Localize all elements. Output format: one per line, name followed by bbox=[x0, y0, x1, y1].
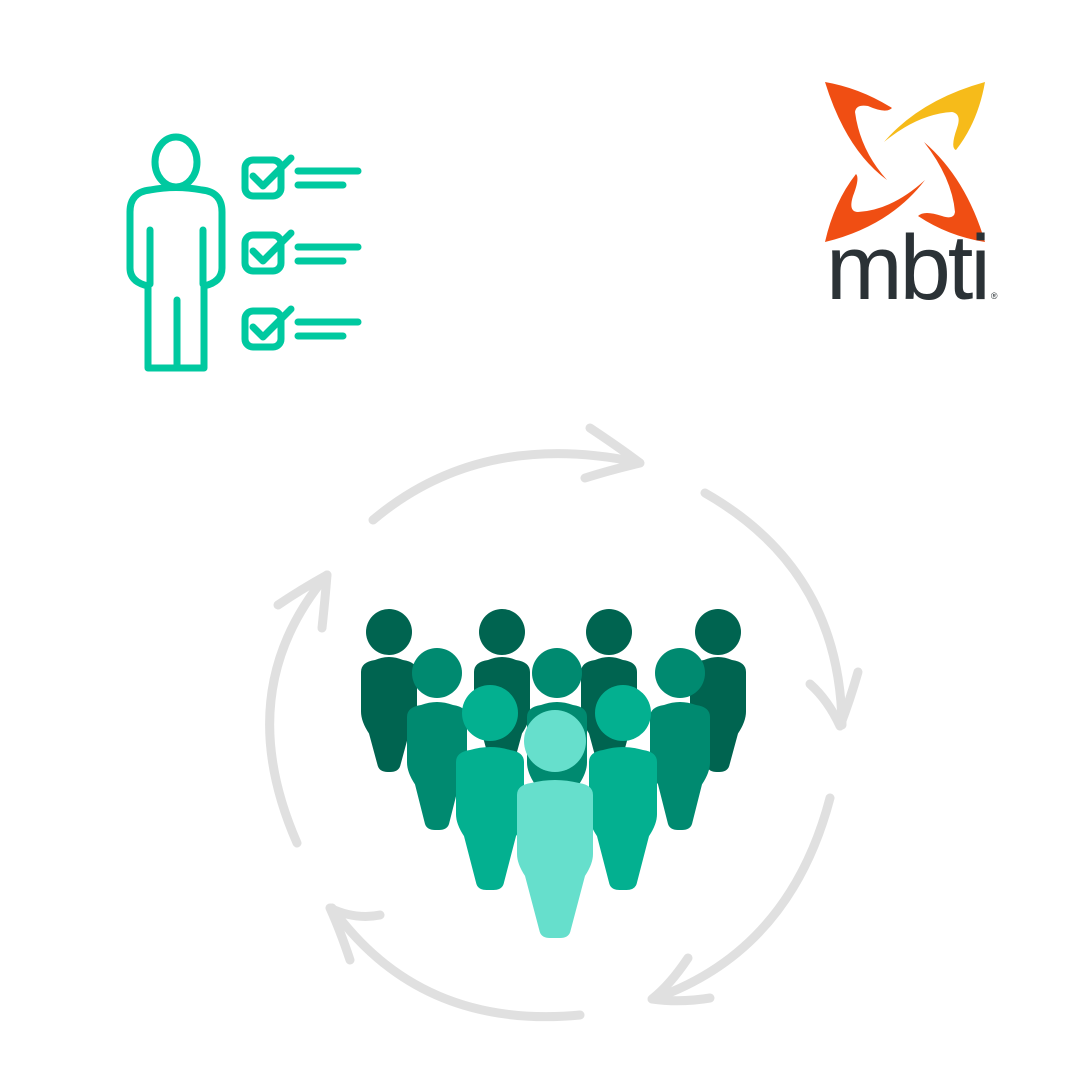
people-group-icon bbox=[361, 609, 746, 938]
registered-mark: ® bbox=[990, 291, 998, 301]
arrowhead bbox=[647, 953, 715, 1006]
arrow-right bbox=[700, 488, 847, 730]
person-body bbox=[456, 747, 524, 890]
person-icon bbox=[589, 685, 657, 890]
arrowhead bbox=[580, 423, 645, 483]
person-head bbox=[595, 685, 651, 741]
arrow-top bbox=[368, 449, 641, 525]
person-body bbox=[407, 702, 467, 830]
checkbox-icon bbox=[241, 305, 362, 351]
arrow-bottom-left bbox=[327, 903, 585, 1022]
person-checklist-icon bbox=[126, 133, 362, 372]
arrowhead bbox=[273, 570, 332, 633]
person-head bbox=[586, 609, 632, 655]
person-body bbox=[589, 747, 657, 890]
person-head bbox=[695, 609, 741, 655]
mbti-logo-text: mbti bbox=[826, 217, 991, 319]
person-icon bbox=[407, 648, 467, 830]
arrowhead bbox=[325, 903, 385, 965]
person-head bbox=[479, 609, 525, 655]
person-head bbox=[532, 648, 582, 698]
person-icon bbox=[456, 685, 524, 890]
mbti-wordmark: mbti ® bbox=[826, 222, 997, 314]
person-head bbox=[412, 648, 462, 698]
arrowhead bbox=[805, 667, 863, 731]
cycle-arrows bbox=[265, 423, 863, 1022]
arrow-left bbox=[265, 570, 332, 848]
mbti-logo-mark bbox=[825, 82, 985, 242]
person-icon bbox=[650, 648, 710, 830]
person-body bbox=[650, 702, 710, 830]
checkbox-icon bbox=[241, 229, 362, 275]
person-icon bbox=[517, 710, 593, 938]
arrow-bottom-right bbox=[651, 793, 835, 1003]
person-head bbox=[524, 710, 586, 772]
checkbox-icon bbox=[241, 154, 362, 200]
person-icon bbox=[361, 609, 417, 772]
person-body bbox=[361, 657, 417, 772]
person-head bbox=[655, 648, 705, 698]
person-head bbox=[366, 609, 412, 655]
person-head bbox=[462, 685, 518, 741]
person-body bbox=[517, 780, 593, 938]
